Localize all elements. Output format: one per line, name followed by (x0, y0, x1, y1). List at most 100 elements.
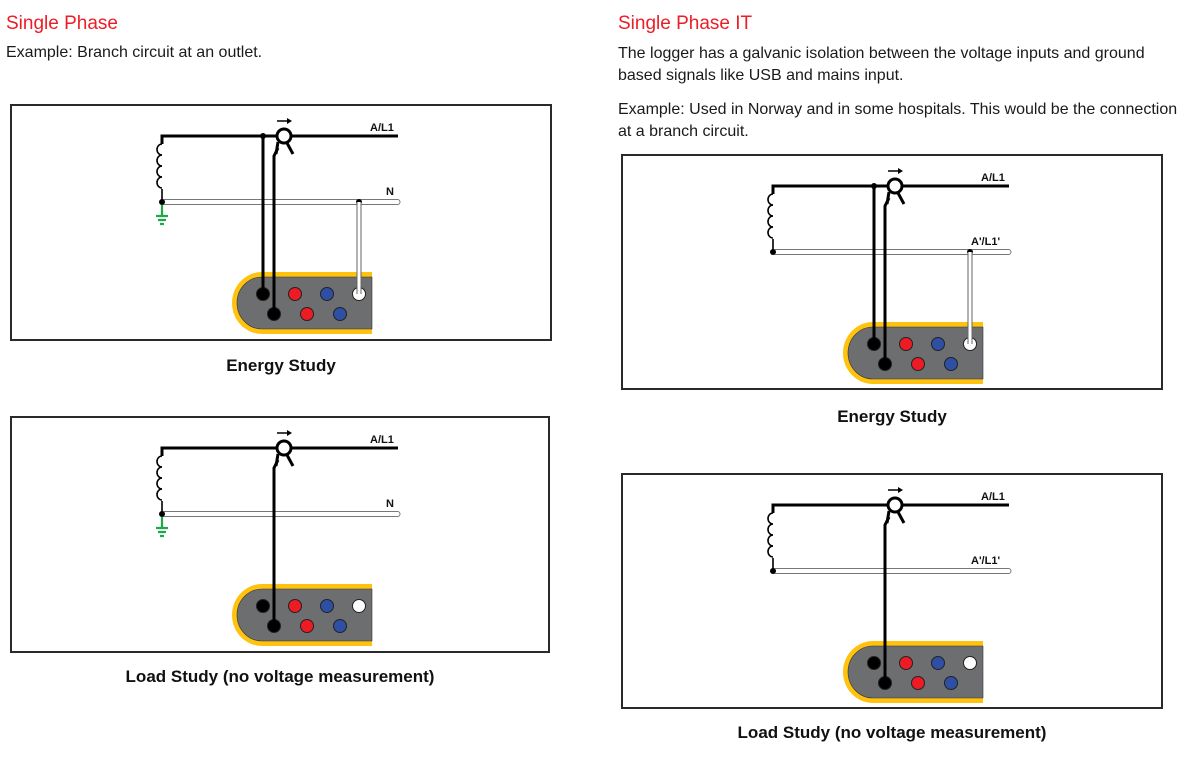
terminal-white-top (352, 599, 366, 613)
label-line-bottom: N (386, 186, 394, 198)
section-description-isolation: The logger has a galvanic isolation betw… (618, 45, 1145, 84)
inductor-loop (156, 143, 163, 156)
clamp-jaw (886, 496, 904, 514)
caption-single-phase-it-energy: Energy Study (837, 407, 947, 426)
terminal-black-top (256, 599, 270, 613)
wiring-diagram-svg: A/L1A'/L1' (767, 168, 1012, 384)
arrow-head-icon (898, 168, 903, 174)
logger-device (843, 641, 984, 703)
terminal-red-top (288, 599, 302, 613)
logger-body (847, 645, 984, 699)
current-clamp-icon (885, 168, 906, 205)
ground-icon (156, 517, 168, 538)
logger-body (847, 326, 984, 380)
caption-single-phase-energy: Energy Study (226, 356, 336, 375)
terminal-black-top (867, 656, 881, 670)
inductor-loop (767, 534, 774, 547)
clamp-jaw (886, 177, 904, 195)
inductor-loop (767, 512, 774, 525)
inductor-icon (767, 186, 774, 252)
inductor-loop (156, 154, 163, 167)
section-description-example: Example: Used in Norway and in some hosp… (618, 101, 1178, 140)
terminal-blue-top (320, 599, 334, 613)
inductor-loop (767, 523, 774, 536)
terminal-blue-bottom (333, 619, 347, 633)
conductor-bottom: A'/L1' (770, 555, 1012, 574)
inductor-icon (156, 136, 163, 202)
arrow-head-icon (287, 118, 292, 124)
conductor-bottom: A'/L1' (770, 236, 1012, 255)
logger-body (236, 588, 373, 642)
current-clamp-icon (274, 430, 295, 467)
inductor-loop (767, 193, 774, 206)
section-description-single-phase: Example: Branch circuit at an outlet. (6, 44, 263, 61)
label-line-top: A/L1 (370, 434, 394, 446)
inductor-loop (156, 176, 163, 189)
clamp-handle (885, 191, 906, 205)
label-line-bottom: N (386, 498, 394, 510)
label-line-top: A/L1 (981, 172, 1005, 184)
line-bottom (161, 511, 401, 517)
wiring-diagram-svg: A/L1A'/L1' (767, 487, 1012, 703)
inductor-loop (156, 488, 163, 501)
line-bottom (772, 568, 1012, 574)
inductor-loop (156, 466, 163, 479)
ground-symbol (156, 205, 168, 226)
label-line-bottom: A'/L1' (971, 236, 1000, 248)
logger-device (843, 322, 984, 384)
terminal-blue-bottom (944, 357, 958, 371)
terminal-red-top (899, 656, 913, 670)
clamp-handle (274, 141, 295, 155)
inductor-icon (156, 448, 163, 514)
ground-symbol (156, 517, 168, 538)
junction-dot (159, 511, 165, 517)
terminal-red-bottom (911, 676, 925, 690)
arrow-head-icon (898, 487, 903, 493)
line-bottom (772, 249, 1012, 255)
line-bottom (161, 199, 401, 205)
terminal-blue-top (931, 337, 945, 351)
label-line-bottom: A'/L1' (971, 555, 1000, 567)
section-title-single-phase: Single Phase (6, 13, 118, 34)
logger-device (232, 584, 373, 646)
junction-dot (770, 568, 776, 574)
current-clamp-icon (885, 487, 906, 524)
section-title-single-phase-it: Single Phase IT (618, 13, 753, 34)
inductor-loop (156, 165, 163, 178)
junction-dot (159, 199, 165, 205)
arrow-head-icon (287, 430, 292, 436)
label-line-top: A/L1 (981, 491, 1005, 503)
caption-single-phase-it-load: Load Study (no voltage measurement) (737, 723, 1047, 742)
caption-single-phase-load: Load Study (no voltage measurement) (125, 667, 435, 686)
voltage-leads (871, 183, 973, 344)
current-clamp-icon (274, 118, 295, 155)
junction-dot (770, 249, 776, 255)
clamp-handle (274, 453, 295, 467)
terminal-blue-bottom (944, 676, 958, 690)
inductor-loop (767, 215, 774, 228)
terminal-blue-top (320, 287, 334, 301)
terminal-blue-bottom (333, 307, 347, 321)
wiring-diagram-svg: A/L1N (156, 118, 401, 334)
logger-device (232, 272, 373, 334)
terminal-blue-top (931, 656, 945, 670)
voltage-lead-white-fill (357, 202, 361, 294)
terminal-red-bottom (300, 307, 314, 321)
conductor-bottom: N (159, 186, 401, 205)
voltage-lead-white-fill (968, 252, 972, 344)
logger-body (236, 276, 373, 330)
inductor-loop (156, 477, 163, 490)
label-line-top: A/L1 (370, 122, 394, 134)
clamp-jaw (275, 127, 293, 145)
voltage-lead-white (967, 252, 973, 344)
clamp-jaw (275, 439, 293, 457)
inductor-loop (156, 455, 163, 468)
clamp-handle (885, 510, 906, 524)
terminal-red-bottom (911, 357, 925, 371)
wiring-diagram-svg: A/L1N (156, 430, 401, 646)
terminal-red-top (899, 337, 913, 351)
